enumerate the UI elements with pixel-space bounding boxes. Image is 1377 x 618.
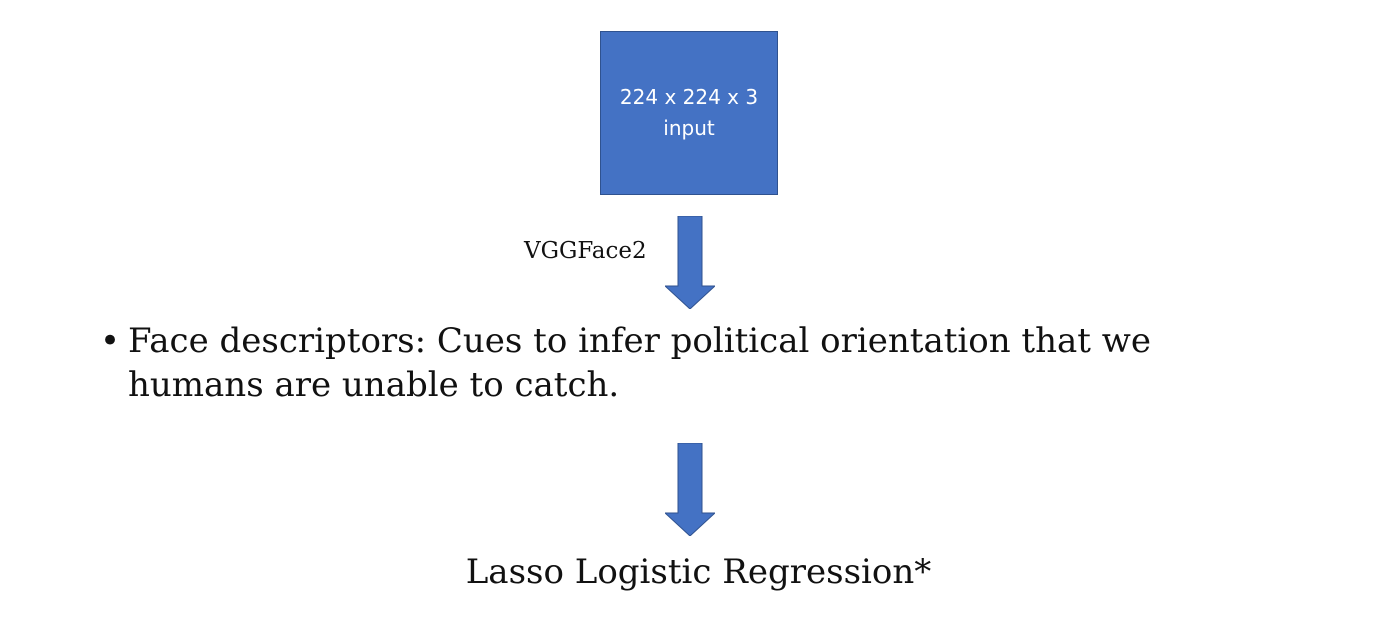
down-arrow-vggface2 [665,216,715,309]
input-box: 224 x 224 x 3 input [600,31,778,195]
bullet-marker: • [100,321,121,361]
arrow-label-vggface2: VGGFace2 [524,238,647,264]
down-arrow-to-regression [665,443,715,536]
input-box-size-label: 224 x 224 x 3 [619,85,759,109]
regression-label: Lasso Logistic Regression* [465,552,932,592]
bullet-item: • Face descriptors: Cues to infer politi… [100,319,1270,407]
bullet-text: Face descriptors: Cues to infer politica… [128,321,1151,405]
input-box-input-label: input [663,116,715,140]
